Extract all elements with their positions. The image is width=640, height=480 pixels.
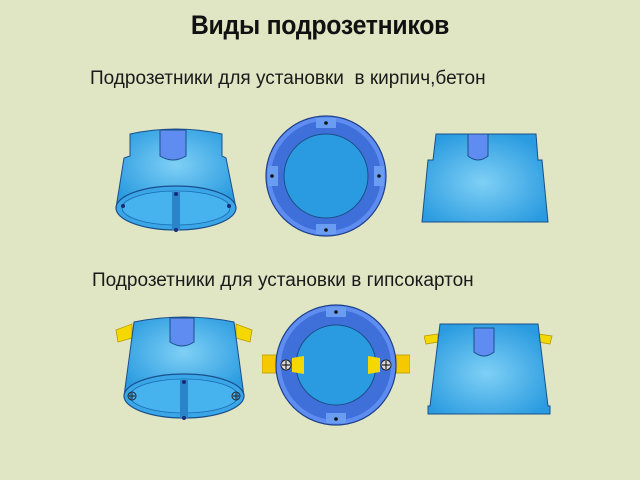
drywall-back-box-side-view-icon	[424, 323, 553, 415]
section-label-brick-concrete: Подрозетники для установки в кирпич,бето…	[90, 68, 486, 89]
drywall-back-box-perspective-icon	[115, 316, 253, 420]
section-label-drywall: Подрозетники для установки в гипсокартон	[92, 270, 474, 291]
slide-title: Виды подрозетников	[190, 10, 450, 40]
back-box-side-view-icon	[421, 133, 549, 223]
back-box-perspective-icon	[115, 128, 237, 232]
back-box-top-view-icon	[265, 115, 387, 237]
drywall-back-box-top-view-icon	[262, 304, 410, 426]
